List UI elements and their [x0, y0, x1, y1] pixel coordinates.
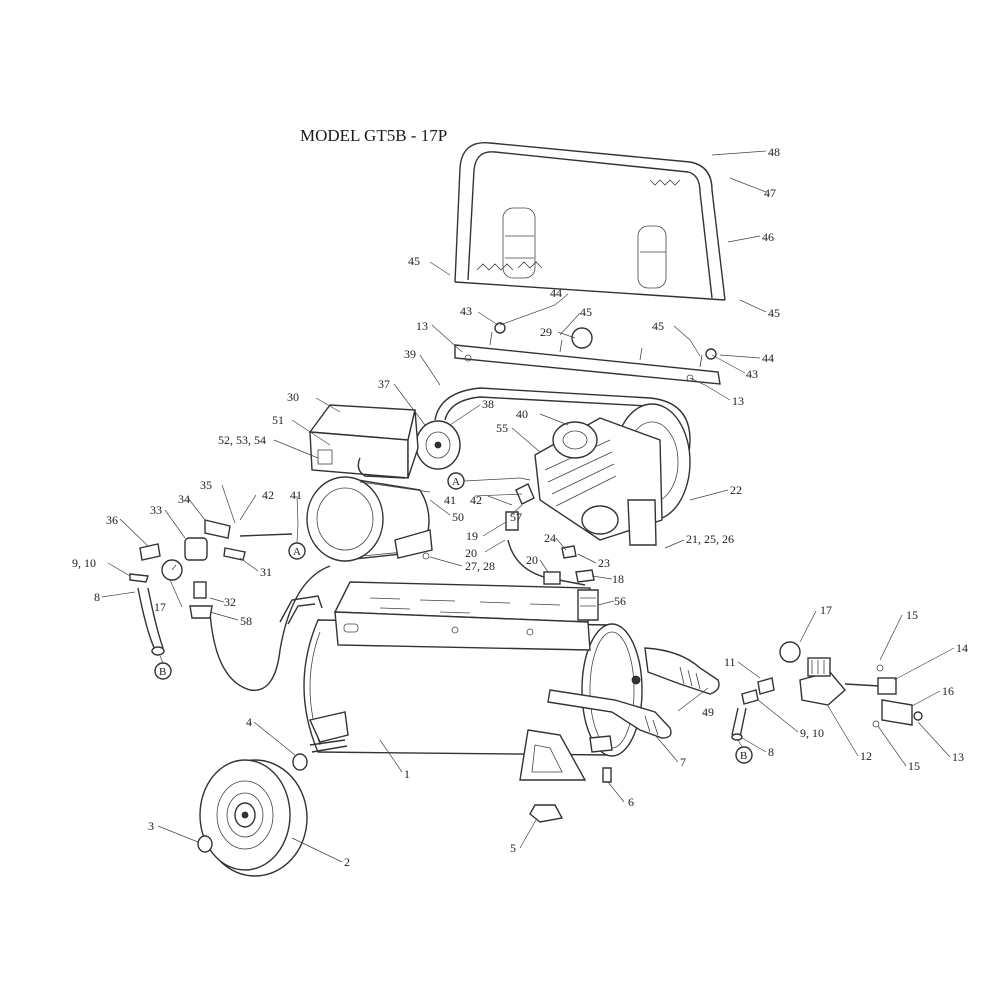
- part-label: 38: [482, 397, 494, 411]
- part-label: 33: [150, 503, 162, 517]
- part-label: 17: [820, 603, 832, 617]
- part-label: 55: [496, 421, 508, 435]
- leader-lines: [101, 150, 955, 863]
- svg-text:A: A: [293, 546, 301, 558]
- part-label: 56: [614, 594, 626, 608]
- part-label: 13: [732, 394, 744, 408]
- tank-handles-right: [547, 647, 720, 739]
- part-label: 48: [768, 145, 780, 159]
- part-label: 8: [94, 590, 100, 604]
- part-label: 12: [860, 749, 872, 763]
- part-label: 21, 25, 26: [686, 532, 734, 546]
- tank-leg: [309, 711, 613, 823]
- part-label: 43: [460, 304, 472, 318]
- part-label: 34: [178, 492, 190, 506]
- regulator-assembly: [741, 641, 923, 728]
- part-label: 42: [262, 488, 274, 502]
- part-label: 24: [544, 531, 556, 545]
- discharge-tube: [209, 565, 331, 691]
- part-label: 13: [952, 750, 964, 764]
- svg-text:B: B: [159, 666, 166, 678]
- part-label: 50: [452, 510, 464, 524]
- air-tank: [303, 619, 643, 757]
- part-label: 22: [730, 483, 742, 497]
- part-label: 40: [516, 407, 528, 421]
- part-label: 17: [154, 600, 166, 614]
- callout-a-left: A: [288, 542, 306, 560]
- wheel: [199, 759, 308, 877]
- part-label: 39: [404, 347, 416, 361]
- part-label: 41: [290, 488, 302, 502]
- electric-motor: [306, 476, 433, 562]
- compressor-pump: [434, 387, 691, 546]
- tank-platform: [333, 581, 591, 651]
- part-label: 47: [764, 186, 776, 200]
- part-label: 36: [106, 513, 118, 527]
- axle-washer: [292, 753, 308, 771]
- part-label: 18: [612, 572, 624, 586]
- part-label: 57: [510, 510, 522, 524]
- callout-b-right: B: [735, 746, 753, 764]
- part-label: 8: [768, 745, 774, 759]
- part-label: 58: [240, 614, 252, 628]
- part-label: 27, 28: [465, 559, 495, 573]
- model-title: MODEL GT5B - 17P: [300, 126, 447, 145]
- part-label: 15: [908, 759, 920, 773]
- air-hose-right: [731, 707, 747, 741]
- svg-text:A: A: [452, 476, 460, 488]
- part-label: 11: [724, 655, 736, 669]
- part-label: 4: [246, 715, 252, 729]
- part-label: 43: [746, 367, 758, 381]
- part-label: 19: [466, 529, 478, 543]
- part-label: 44: [550, 286, 562, 300]
- part-label: 52, 53, 54: [218, 433, 266, 447]
- part-label: 13: [416, 319, 428, 333]
- part-label: 30: [287, 390, 299, 404]
- callout-a-top: A: [447, 472, 465, 490]
- part-label: 20: [465, 546, 477, 560]
- belt-guard: [454, 142, 726, 301]
- part-label: 29: [540, 325, 552, 339]
- check-valve: [507, 539, 599, 621]
- part-label: 16: [942, 684, 954, 698]
- callout-b-left: B: [154, 662, 172, 680]
- svg-text:B: B: [740, 750, 747, 762]
- part-label: 46: [762, 230, 774, 244]
- part-label: 9, 10: [72, 556, 96, 570]
- part-label: 3: [148, 819, 154, 833]
- manifold-left: [129, 519, 293, 619]
- part-label: 51: [272, 413, 284, 427]
- hub-cap: [197, 835, 213, 853]
- part-label: 9, 10: [800, 726, 824, 740]
- part-label: 45: [768, 306, 780, 320]
- part-label: 6: [628, 795, 634, 809]
- part-label: 2: [344, 855, 350, 869]
- part-label: 35: [200, 478, 212, 492]
- part-label: 45: [580, 305, 592, 319]
- pressure-switch: [308, 404, 419, 479]
- part-label: 15: [906, 608, 918, 622]
- part-label: 23: [598, 556, 610, 570]
- part-label: 37: [378, 377, 390, 391]
- part-label: 20: [526, 553, 538, 567]
- part-label: 5: [510, 841, 516, 855]
- part-label: 14: [956, 641, 968, 655]
- part-labels: 48 47 46 45 45 44 43 45 13 29 45 44 43 3…: [72, 145, 968, 869]
- air-hose-left: [137, 587, 165, 656]
- part-label: 42: [470, 493, 482, 507]
- part-label: 41: [444, 493, 456, 507]
- tank-handle-left: [279, 595, 323, 623]
- part-label: 45: [408, 254, 420, 268]
- axle: [309, 739, 348, 753]
- part-label: 32: [224, 595, 236, 609]
- part-label: 7: [680, 755, 686, 769]
- part-label: 1: [404, 767, 410, 781]
- part-label: 44: [762, 351, 774, 365]
- motor-pulley: [415, 420, 461, 470]
- part-label: 31: [260, 565, 272, 579]
- part-label: 49: [702, 705, 714, 719]
- mounting-bracket: [454, 322, 721, 385]
- part-label: 45: [652, 319, 664, 333]
